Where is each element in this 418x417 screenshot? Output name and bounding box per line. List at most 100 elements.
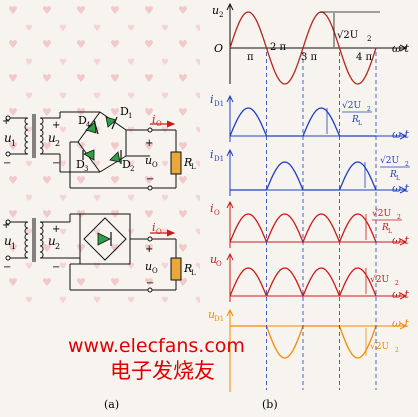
- ud1-axis-label: u: [208, 308, 215, 321]
- time-axis-label-id2: ω t: [392, 182, 409, 195]
- diode-d1: [105, 116, 118, 130]
- label-d4: D: [78, 114, 87, 127]
- label-d1: D: [120, 105, 129, 118]
- id2-waveform: [230, 161, 377, 191]
- circuit-a: [5, 111, 177, 191]
- tick-3pi: 3 π: [301, 52, 318, 63]
- uo-axis-label: u: [210, 253, 217, 266]
- bridge-diode-symbol: [97, 232, 112, 246]
- time-axis-label-uo: ω t: [392, 288, 409, 301]
- circuit-a-minus-primary: −: [3, 158, 11, 169]
- io-frac-den: R: [381, 223, 389, 233]
- tick-pi: π: [247, 52, 254, 63]
- id2-frac-den-sub: L: [396, 175, 400, 182]
- tick-2pi: 2 π: [270, 42, 287, 53]
- label-d1-sub: 1: [128, 112, 132, 120]
- label-d4-sub: 4: [86, 121, 91, 129]
- amp-u2-sub: 2: [367, 35, 371, 43]
- circuit-b-u2-label: u: [48, 234, 56, 248]
- u2-waveform: [229, 11, 377, 85]
- uo-amp-label: √2U: [370, 274, 389, 285]
- circuit-a-plus-out: +: [145, 138, 153, 149]
- waveform-plots: [226, 2, 408, 392]
- label-d2-sub: 2: [130, 165, 134, 173]
- id2-frac-num-sub: 2: [405, 161, 409, 168]
- time-axis-label-io: ω t: [392, 234, 409, 247]
- id1-plot-y-arrow: [226, 94, 234, 103]
- io-axis-label: i: [210, 202, 214, 215]
- uo-axis-sub: O: [216, 260, 222, 268]
- circuit-a-uo-sub: O: [152, 161, 158, 169]
- ud1-plot-x-arrow: [399, 322, 408, 330]
- uo-waveform: [229, 267, 377, 298]
- origin-label: O: [214, 42, 223, 55]
- ud1-amp-label: √2U: [370, 341, 389, 352]
- u2-axis-sub: 2: [219, 11, 223, 19]
- id1-frac-num-sub: 2: [367, 106, 371, 113]
- circuit-a-plus-primary: +: [2, 116, 10, 127]
- id1-axis-label: i: [210, 93, 214, 106]
- circuit-a-io-label: i: [152, 113, 156, 126]
- uo-plot-y-arrow: [226, 252, 234, 261]
- uo-amp-sub: 2: [395, 280, 399, 287]
- io-frac-den-sub: L: [388, 228, 392, 235]
- circuit-a-uo-label: u: [145, 154, 152, 167]
- circuit-a-u2-sub: 2: [55, 139, 60, 148]
- ud1-plot-y-arrow: [226, 308, 234, 317]
- circuit-a-u1-sub: 1: [11, 139, 16, 148]
- circuit-b-uo-label: u: [145, 260, 152, 273]
- io-frac-num-sub: 2: [397, 214, 401, 221]
- id2-plot-y-arrow: [226, 148, 234, 157]
- id1-axis-sub: D1: [214, 100, 224, 108]
- circuit-a-u2-label: u: [48, 131, 56, 145]
- io-frac-num: √2U: [372, 208, 391, 219]
- id1-frac-den-sub: L: [358, 120, 362, 127]
- id2-plot-x-arrow: [399, 186, 408, 194]
- ud1-amp-sub: 2: [395, 347, 399, 354]
- load-resistor-a: [170, 151, 182, 175]
- circuit-b-rl-sub: L: [191, 269, 196, 277]
- circuit-b-rl-label: R: [183, 262, 192, 275]
- caption-b: (b): [262, 398, 278, 411]
- circuit-b-plus-out: +: [145, 244, 153, 255]
- circuit-a-minus-out: −: [146, 174, 154, 185]
- io-axis-sub: O: [214, 209, 220, 217]
- diode-d2: [109, 150, 122, 164]
- circuit-a-rl-label: R: [183, 156, 192, 169]
- circuit-a-plus-secondary: +: [52, 120, 60, 131]
- u2-plot-y-arrow: [226, 2, 234, 11]
- uo-plot-x-arrow: [399, 292, 408, 300]
- label-d3: D: [76, 158, 85, 171]
- caption-a: (a): [104, 398, 119, 411]
- id2-frac-den: R: [389, 170, 397, 180]
- u2-plot-x-arrow: [399, 44, 408, 52]
- circuit-b-plus-secondary: +: [52, 224, 60, 235]
- circuit-b-minus-secondary: −: [52, 262, 60, 273]
- watermark-url: www.elecfans.com: [68, 335, 245, 357]
- ud1-axis-sub: D1: [214, 315, 224, 323]
- id2-frac-num: √2U: [380, 155, 399, 166]
- circuit-b-minus-out: −: [146, 278, 154, 289]
- amp-u2-label: √2U: [337, 30, 358, 41]
- circuit-a-rl-sub: L: [191, 163, 196, 171]
- circuit-a-u1-label: u: [4, 131, 12, 145]
- circuit-b-minus-primary: −: [3, 262, 11, 273]
- watermark-cn: 电子发烧友: [110, 359, 215, 383]
- time-axis-label-u2: ω t: [392, 42, 409, 55]
- load-resistor-b: [170, 257, 182, 281]
- io-plot-y-arrow: [226, 200, 234, 209]
- diode-d4: [85, 119, 99, 135]
- label-d3-sub: 3: [84, 165, 88, 173]
- diode-d3: [82, 149, 95, 161]
- circuit-a-minus-secondary: −: [52, 158, 60, 169]
- circuit-b-u1-sub: 1: [11, 242, 16, 251]
- id2-axis-sub: D1: [214, 155, 224, 163]
- circuit-b: [5, 213, 177, 293]
- circuit-b-u1-label: u: [4, 234, 12, 248]
- id1-frac-den: R: [351, 115, 359, 125]
- id1-plot-x-arrow: [399, 132, 408, 140]
- circuit-b-io-label: i: [152, 221, 156, 234]
- io-plot-x-arrow: [399, 238, 408, 246]
